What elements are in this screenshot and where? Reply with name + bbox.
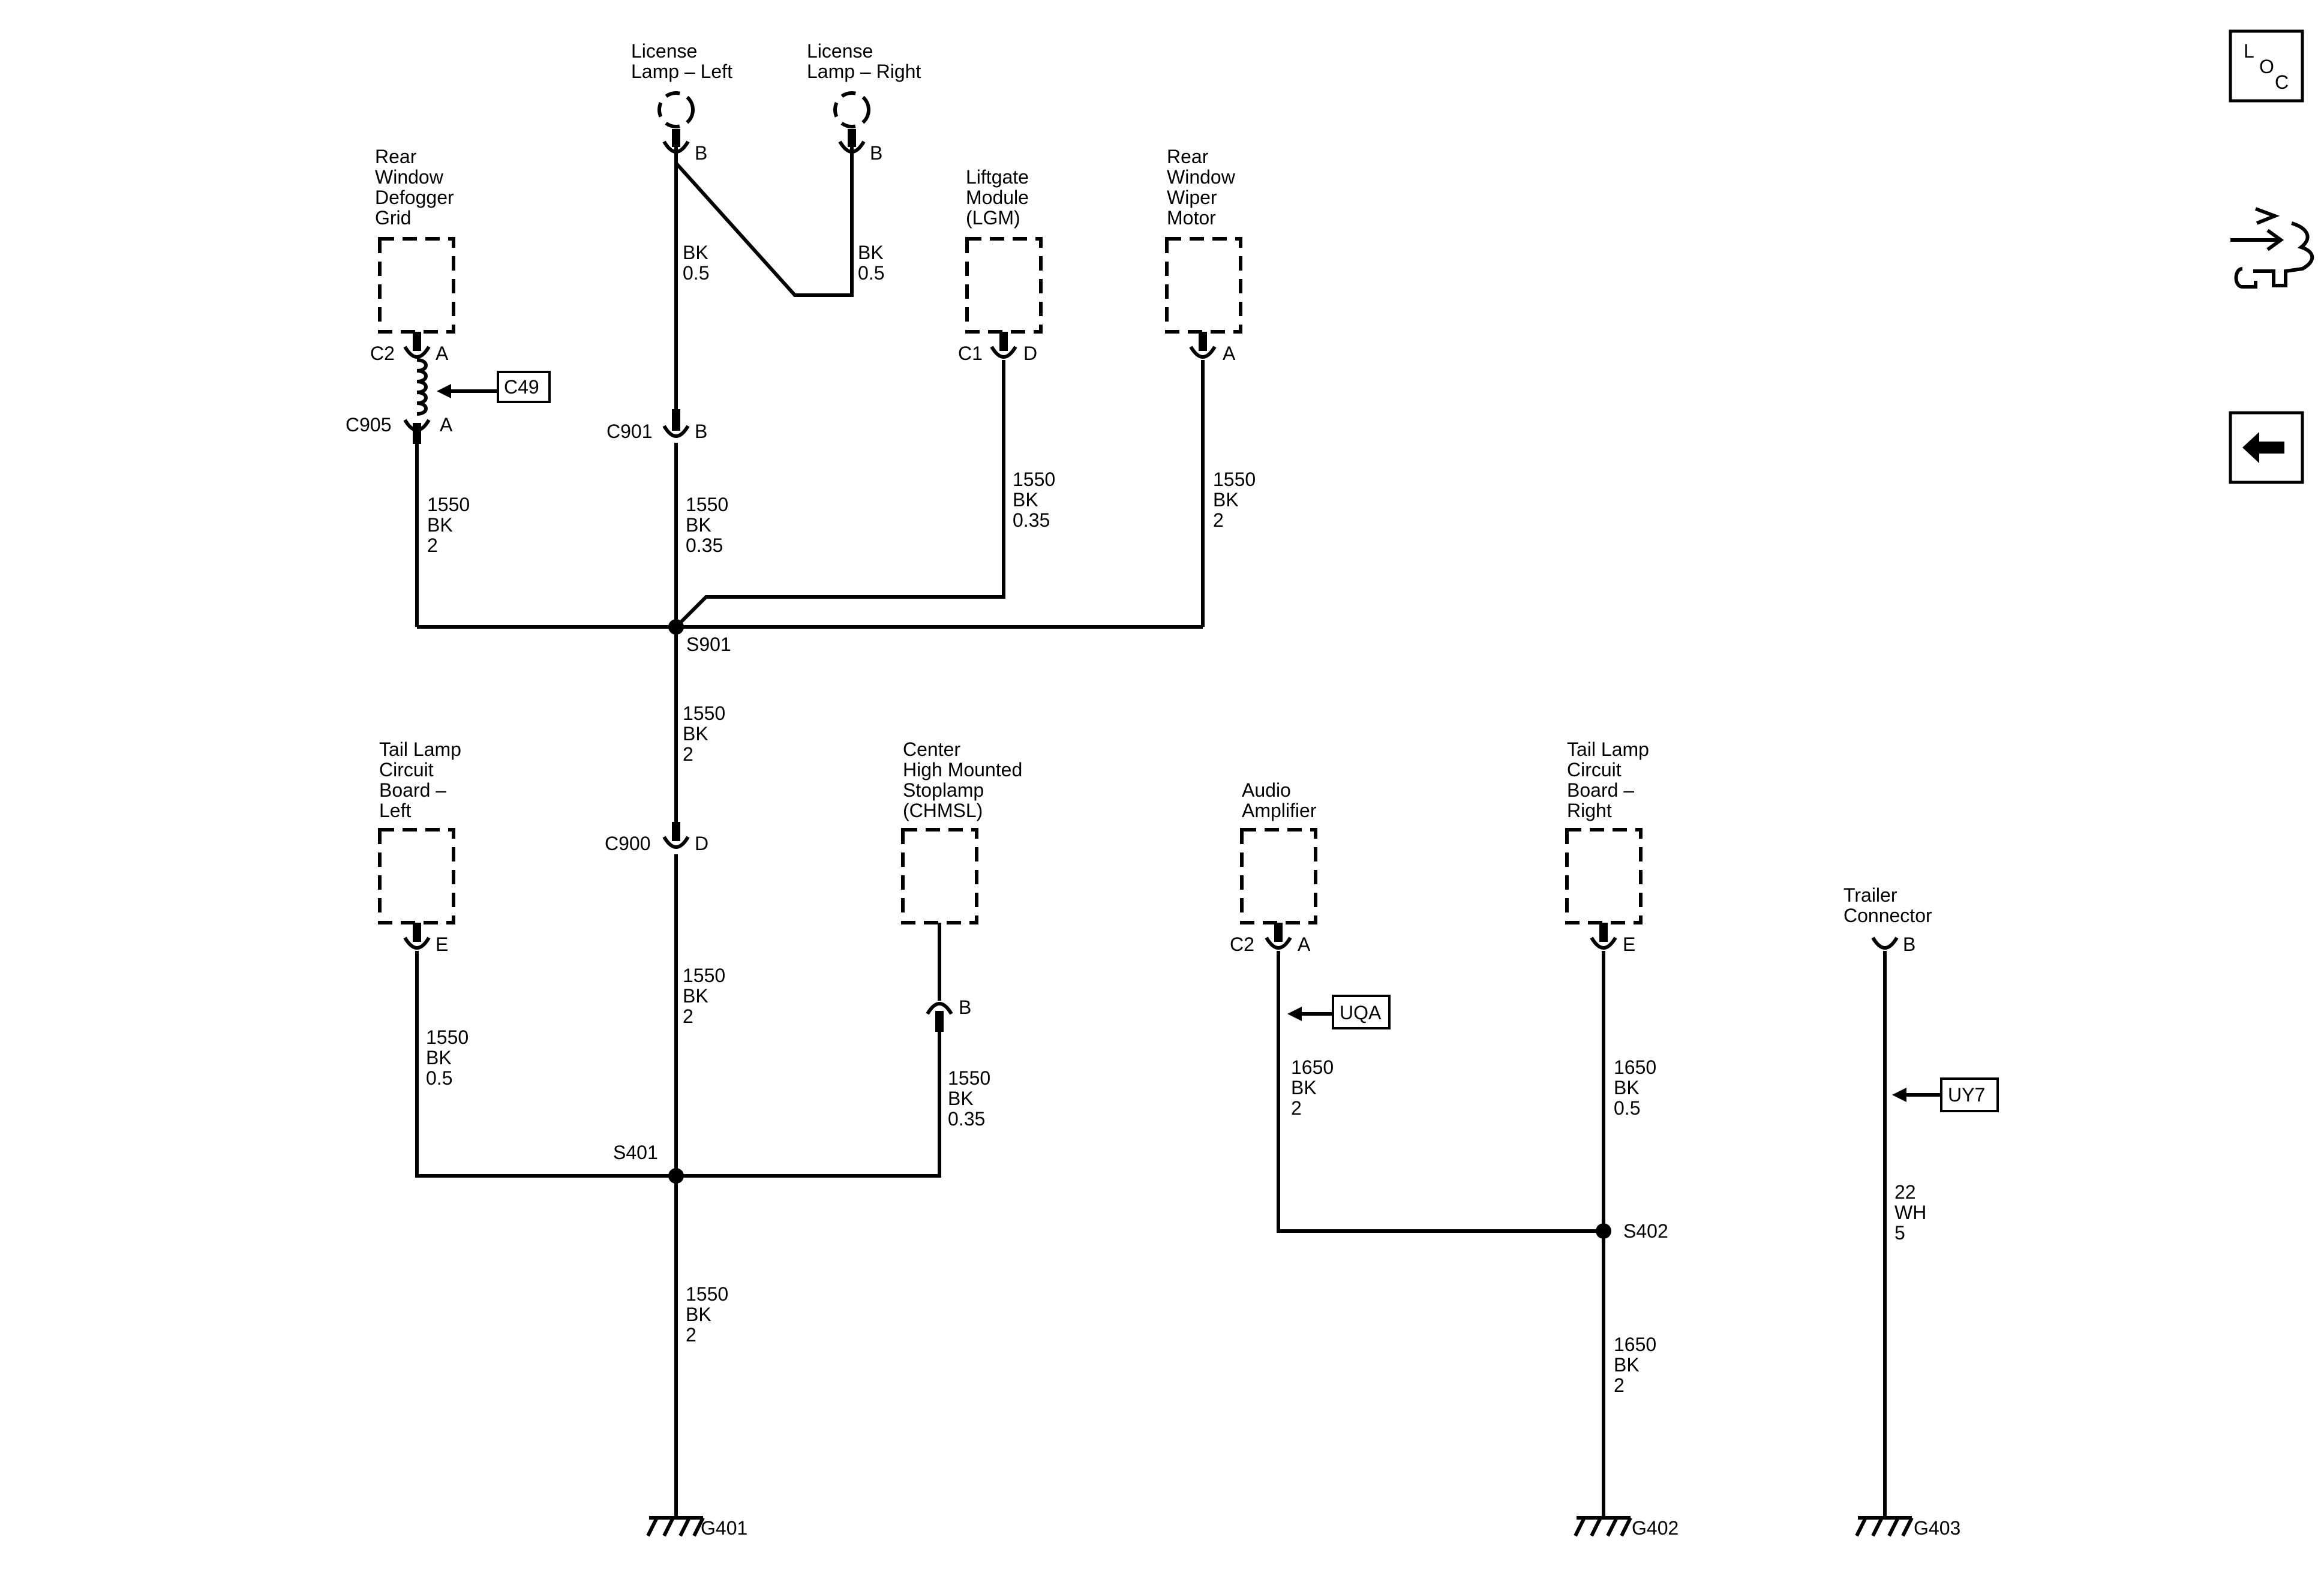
audio-amplifier-box bbox=[1240, 828, 1317, 924]
splice-s401-dot bbox=[668, 1168, 684, 1184]
tail-right-wire-label: 1650 BK 0.5 bbox=[1614, 1056, 1662, 1119]
c900-connector: C900 bbox=[605, 833, 651, 854]
ground-g403-symbol bbox=[1855, 1516, 1914, 1537]
ground-g401-label: G401 bbox=[701, 1517, 747, 1539]
splice-s402-dot bbox=[1596, 1223, 1611, 1239]
tail-lamp-right-label: Tail Lamp Circuit Board – Right bbox=[1567, 739, 1655, 821]
ground-g401-symbol bbox=[646, 1516, 705, 1537]
audio-wire-label: 1650 BK 2 bbox=[1291, 1056, 1339, 1119]
c901-pin: B bbox=[695, 421, 707, 442]
s901-to-c900-wire-label: 1550 BK 2 bbox=[683, 703, 731, 765]
c900-pin: D bbox=[695, 833, 708, 854]
option-tag-uy7-label: UY7 bbox=[1948, 1084, 1985, 1106]
chmsl-label: Center High Mounted Stoplamp (CHMSL) bbox=[903, 739, 1028, 821]
wiper-wire-label: 1550 BK 2 bbox=[1213, 469, 1261, 531]
tail-left-pin: E bbox=[436, 933, 448, 955]
defogger-c2-pin: A bbox=[436, 343, 449, 364]
loc-button[interactable]: L O C bbox=[2229, 29, 2304, 103]
defogger-wire-label: 1550 BK 2 bbox=[427, 494, 475, 556]
liftgate-module-label: Liftgate Module (LGM) bbox=[966, 166, 1034, 229]
chmsl-wire-label: 1550 BK 0.35 bbox=[948, 1067, 996, 1130]
rear-defogger-box bbox=[378, 237, 455, 334]
loc-letter-o: O bbox=[2259, 56, 2274, 77]
connector-symbols bbox=[403, 129, 1899, 1032]
license-lamp-left-label: License Lamp – Left bbox=[631, 40, 732, 82]
splice-s402-label: S402 bbox=[1623, 1220, 1668, 1242]
back-arrow-icon bbox=[2242, 432, 2284, 463]
license-right-wire-label: BK 0.5 bbox=[858, 242, 889, 284]
option-tag-uy7[interactable]: UY7 bbox=[1892, 1077, 1999, 1112]
license-lamp-right-symbol bbox=[833, 91, 870, 128]
audio-amplifier-label: Audio Amplifier bbox=[1242, 779, 1317, 821]
splice-s901-label: S901 bbox=[686, 634, 731, 655]
trailer-pin: B bbox=[1903, 933, 1915, 955]
tail-lamp-left-label: Tail Lamp Circuit Board – Left bbox=[379, 739, 467, 821]
tail-right-pin: E bbox=[1623, 933, 1635, 955]
license-left-pin: B bbox=[695, 142, 707, 164]
tail-left-wire-label: 1550 BK 0.5 bbox=[426, 1026, 474, 1089]
option-tag-uqa-label: UQA bbox=[1340, 1002, 1382, 1023]
option-tag-uqa[interactable]: UQA bbox=[1287, 995, 1391, 1029]
rear-window-wiper-motor-label: Rear Window Wiper Motor bbox=[1167, 146, 1241, 229]
loc-letter-c: C bbox=[2275, 71, 2289, 93]
back-button[interactable] bbox=[2229, 411, 2304, 484]
wiper-pin: A bbox=[1223, 343, 1236, 364]
option-tag-c49-label: C49 bbox=[504, 376, 539, 398]
rear-wiper-motor-box bbox=[1165, 237, 1242, 334]
c900-to-s401-wire-label: 1550 BK 2 bbox=[683, 965, 731, 1027]
c901-connector: C901 bbox=[606, 421, 653, 442]
tail-lamp-left-box bbox=[378, 828, 455, 924]
defogger-c905-connector: C905 bbox=[346, 414, 392, 436]
ground-g403-label: G403 bbox=[1914, 1517, 1960, 1539]
chmsl-box bbox=[901, 828, 978, 924]
liftgate-connector: C1 bbox=[958, 343, 983, 364]
splice-s901-dot bbox=[668, 619, 684, 635]
chmsl-pin: B bbox=[959, 996, 971, 1018]
defogger-c905-pin: A bbox=[440, 414, 453, 436]
trailer-connector-label: Trailer Connector bbox=[1843, 884, 1932, 926]
s402-to-g402-wire-label: 1650 BK 2 bbox=[1614, 1334, 1662, 1396]
liftgate-pin: D bbox=[1023, 343, 1037, 364]
defogger-c2-connector: C2 bbox=[370, 343, 395, 364]
license-right-pin: B bbox=[870, 142, 882, 164]
wires bbox=[415, 129, 1887, 1518]
audio-connector: C2 bbox=[1230, 933, 1254, 955]
connector-view-icon[interactable] bbox=[2230, 207, 2314, 289]
license-lamp-left-symbol bbox=[657, 91, 695, 128]
tail-lamp-right-box bbox=[1565, 828, 1643, 924]
option-tag-c49[interactable]: C49 bbox=[437, 371, 551, 403]
c901-wire-label: 1550 BK 0.35 bbox=[686, 494, 734, 556]
license-left-wire-label: BK 0.5 bbox=[683, 242, 714, 284]
ground-g402-label: G402 bbox=[1632, 1517, 1679, 1539]
trailer-wire-label: 22 WH 5 bbox=[1894, 1181, 1932, 1244]
license-lamp-right-label: License Lamp – Right bbox=[807, 40, 921, 82]
s401-to-g401-wire-label: 1550 BK 2 bbox=[686, 1283, 734, 1346]
ground-g402-symbol bbox=[1574, 1516, 1632, 1537]
liftgate-module-box bbox=[965, 237, 1043, 334]
loc-letter-l: L bbox=[2244, 40, 2254, 62]
liftgate-wire-label: 1550 BK 0.35 bbox=[1013, 469, 1061, 531]
rear-window-defogger-grid-label: Rear Window Defogger Grid bbox=[375, 146, 460, 229]
audio-pin: A bbox=[1298, 933, 1311, 955]
splice-s401-label: S401 bbox=[613, 1142, 658, 1163]
